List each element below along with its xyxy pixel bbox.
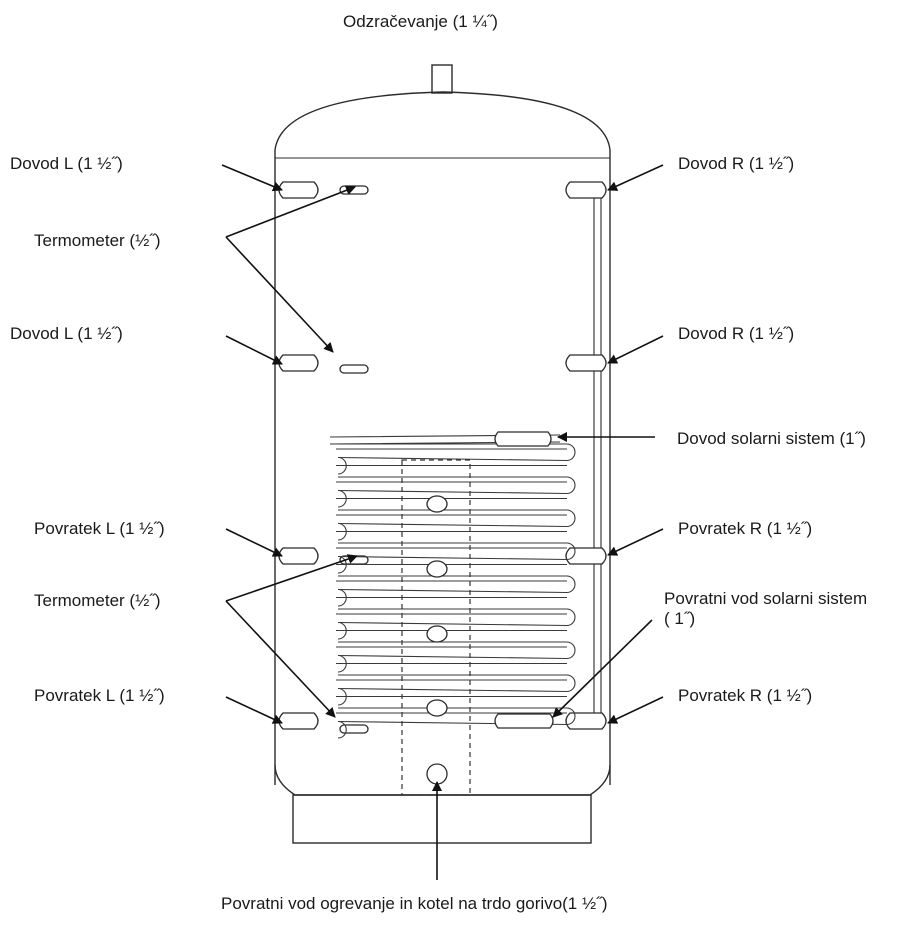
- supply-r-1-label: Dovod R (1 ½˝): [678, 154, 795, 173]
- coil-turn: [337, 542, 576, 574]
- coil-turn: [337, 707, 576, 739]
- solar-supply-label: Dovod solarni sistem (1˝): [677, 429, 866, 448]
- right-nozzles: [565, 181, 607, 730]
- callout-arrows: [221, 164, 664, 880]
- supply-l-2-label: Dovod L (1 ½˝): [10, 324, 123, 343]
- inner-heating-tube: [401, 459, 471, 796]
- coil-turn: [337, 509, 576, 541]
- thermometer-2-label: Termometer (½˝): [34, 591, 161, 610]
- return-r-1-label: Povratek R (1 ½˝): [678, 519, 813, 538]
- coil-turn: [337, 641, 576, 673]
- coil-turn: [337, 575, 576, 607]
- heating-return-label: Povratni vod ogrevanje in kotel na trdo …: [221, 894, 608, 913]
- thermometer-1-label: Termometer (½˝): [34, 231, 161, 250]
- supply-l-1-label: Dovod L (1 ½˝): [10, 154, 123, 173]
- coil-turn: [337, 443, 576, 475]
- vent-pipe: [431, 64, 453, 94]
- return-r-2-label: Povratek R (1 ½˝): [678, 686, 813, 705]
- coil-turn: [337, 476, 576, 508]
- return-l-2-label: Povratek L (1 ½˝): [34, 686, 165, 705]
- solar-return-label: Povratni vod solarni sistem ( 1˝): [664, 589, 868, 628]
- coil-turn: [337, 674, 576, 706]
- left-nozzles: [278, 181, 319, 730]
- supply-r-2-label: Dovod R (1 ½˝): [678, 324, 795, 343]
- return-l-1-label: Povratek L (1 ½˝): [34, 519, 165, 538]
- tank-base: [292, 794, 592, 844]
- coil-turn: [337, 608, 576, 640]
- side-tube: [593, 196, 602, 725]
- vent-label: Odzračevanje (1 ¼˝): [343, 12, 498, 31]
- solar-coil: [329, 431, 576, 739]
- thermometer-sleeves: [339, 185, 369, 734]
